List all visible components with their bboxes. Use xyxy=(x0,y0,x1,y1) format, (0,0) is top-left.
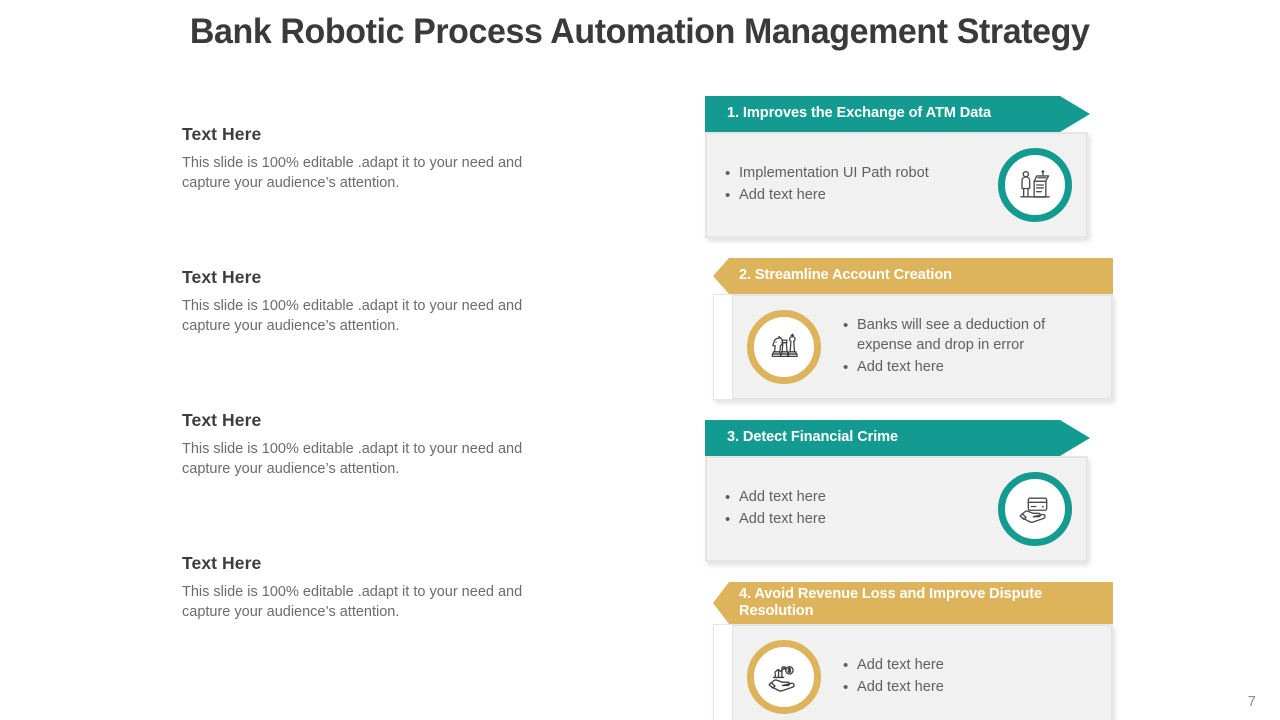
text-block-heading: Text Here xyxy=(182,267,262,287)
bullet-text: Add text here xyxy=(739,488,826,505)
list-item: • Add text here xyxy=(725,487,982,508)
card-bullet-list: • Implementation UI Path robot • Add tex… xyxy=(725,163,982,208)
card-streamline-account-creation[interactable]: 2. Streamline Account Creation xyxy=(705,258,1125,400)
bullet-text: Add text here xyxy=(739,511,826,527)
card-body: • Add text here • Add text here xyxy=(706,457,1087,561)
card-title: 3. Detect Financial Crime xyxy=(727,429,899,446)
page-title: Bank Robotic Process Automation Manageme… xyxy=(190,12,1090,51)
card-plate: • Banks will see a deduction of expense … xyxy=(713,294,1113,400)
bullet-text: Add text here xyxy=(857,679,944,695)
bullet-dot-icon: • xyxy=(725,511,731,528)
hand-credit-card-icon xyxy=(998,472,1072,546)
bullet-text: Add text here xyxy=(857,656,944,673)
title-bar: Bank Robotic Process Automation Manageme… xyxy=(0,12,1280,52)
bullet-dot-icon: • xyxy=(843,316,849,334)
card-header-ribbon: 2. Streamline Account Creation xyxy=(713,258,1113,294)
bullet-dot-icon: • xyxy=(725,164,731,182)
bullet-dot-icon: • xyxy=(843,359,849,377)
bullet-dot-icon: • xyxy=(725,488,731,506)
card-title: 2. Streamline Account Creation xyxy=(739,267,952,284)
list-item: • Banks will see a deduction of expense … xyxy=(843,315,1093,356)
text-block-3: Text Here This slide is 100% editable .a… xyxy=(182,410,582,553)
hand-growth-chart-icon xyxy=(747,640,821,714)
card-plate: • Implementation UI Path robot • Add tex… xyxy=(705,132,1088,238)
atm-machine-icon xyxy=(998,148,1072,222)
text-block-2: Text Here This slide is 100% editable .a… xyxy=(182,267,582,410)
card-title: 4. Avoid Revenue Loss and Improve Disput… xyxy=(739,586,1042,620)
page-number: 7 xyxy=(1247,693,1256,710)
card-body: • Add text here • Add text here xyxy=(732,625,1112,720)
card-header-ribbon: 1. Improves the Exchange of ATM Data xyxy=(705,96,1090,132)
card-plate: • Add text here • Add text here xyxy=(713,624,1113,720)
list-item: • Add text here xyxy=(843,655,1093,676)
card-title: 1. Improves the Exchange of ATM Data xyxy=(727,105,992,122)
left-text-column: Text Here This slide is 100% editable .a… xyxy=(182,124,582,696)
text-block-body: This slide is 100% editable .adapt it to… xyxy=(182,298,523,334)
card-detect-financial-crime[interactable]: 3. Detect Financial Crime • Add text her… xyxy=(705,420,1125,562)
chess-pieces-icon xyxy=(747,310,821,384)
bullet-dot-icon: • xyxy=(843,679,849,696)
card-body: • Implementation UI Path robot • Add tex… xyxy=(706,133,1087,237)
card-bullet-list: • Add text here • Add text here xyxy=(843,655,1093,700)
bullet-dot-icon: • xyxy=(843,656,849,674)
bullet-text: Implementation UI Path robot xyxy=(739,164,929,181)
list-item: • Add text here xyxy=(843,677,1093,698)
text-block-body: This slide is 100% editable .adapt it to… xyxy=(182,441,523,477)
right-cards-column: 1. Improves the Exchange of ATM Data • I… xyxy=(705,96,1125,720)
bullet-text: Add text here xyxy=(739,187,826,203)
text-block-body: This slide is 100% editable .adapt it to… xyxy=(182,584,523,620)
text-block-1: Text Here This slide is 100% editable .a… xyxy=(182,124,582,267)
card-plate: • Add text here • Add text here xyxy=(705,456,1088,562)
list-item: • Add text here xyxy=(725,185,982,206)
text-block-body: This slide is 100% editable .adapt it to… xyxy=(182,155,523,191)
bullet-text: Banks will see a deduction of expense an… xyxy=(857,316,1046,354)
card-improves-exchange-atm-data[interactable]: 1. Improves the Exchange of ATM Data • I… xyxy=(705,96,1125,238)
list-item: • Add text here xyxy=(725,509,982,530)
card-header-ribbon: 3. Detect Financial Crime xyxy=(705,420,1090,456)
bullet-dot-icon: • xyxy=(725,187,731,204)
text-block-heading: Text Here xyxy=(182,124,262,144)
card-header-ribbon: 4. Avoid Revenue Loss and Improve Disput… xyxy=(713,582,1113,624)
text-block-4: Text Here This slide is 100% editable .a… xyxy=(182,553,582,696)
list-item: • Add text here xyxy=(843,357,1093,378)
card-bullet-list: • Add text here • Add text here xyxy=(725,487,982,532)
bullet-text: Add text here xyxy=(857,359,944,376)
list-item: • Implementation UI Path robot xyxy=(725,163,982,184)
card-avoid-revenue-loss[interactable]: 4. Avoid Revenue Loss and Improve Disput… xyxy=(705,582,1125,720)
text-block-heading: Text Here xyxy=(182,410,262,430)
card-body: • Banks will see a deduction of expense … xyxy=(732,295,1112,399)
card-bullet-list: • Banks will see a deduction of expense … xyxy=(843,315,1093,380)
text-block-heading: Text Here xyxy=(182,553,262,573)
